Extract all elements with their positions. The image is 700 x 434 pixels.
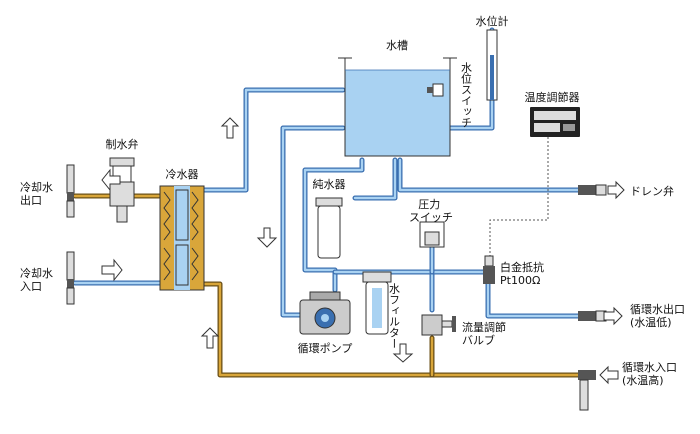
rtd-label-line1: 白金抵抗 bbox=[500, 260, 544, 274]
pressure-switch-label: 圧力 スイッチ bbox=[409, 198, 453, 224]
rtd-label: 白金抵抗 Pt100Ω bbox=[500, 260, 548, 287]
cooler-label: 冷水器 bbox=[166, 168, 199, 181]
cooling-in-label-line2: 入口 bbox=[20, 280, 42, 293]
arrow-circ-out bbox=[603, 306, 623, 326]
circ-out-valve[interactable] bbox=[578, 310, 607, 322]
cooling-out-label-line1: 冷却水 bbox=[20, 181, 53, 194]
flow-valve-label: 流量調節 バルブ bbox=[462, 320, 510, 347]
circ-in-label-line1: 循環水入口 bbox=[622, 361, 677, 374]
cooler bbox=[159, 185, 205, 291]
cooling-out-valve[interactable] bbox=[66, 164, 75, 218]
hot-pipes bbox=[72, 193, 583, 378]
pressure-switch bbox=[419, 221, 445, 248]
circ-in-label-line2: (水温高) bbox=[622, 373, 664, 387]
flow-valve[interactable] bbox=[421, 314, 456, 336]
circ-pump-label: 循環ポンプ bbox=[298, 342, 353, 355]
pressure-switch-label-line1: 圧力 bbox=[418, 198, 440, 211]
level-switch-float bbox=[432, 83, 444, 97]
level-switch-label: 水位スイッチ bbox=[460, 62, 473, 128]
arrow-cooling-in bbox=[101, 258, 123, 282]
arrow-down-filter bbox=[392, 343, 414, 363]
control-valve-label: 制水弁 bbox=[106, 137, 139, 151]
arrow-cooling-out bbox=[101, 168, 121, 192]
water-tank-label: 水槽 bbox=[386, 39, 408, 52]
pure-water-label: 純水器 bbox=[313, 178, 346, 191]
rtd-label-line2: Pt100Ω bbox=[500, 274, 540, 287]
circulation-pump bbox=[299, 291, 351, 335]
temp-controller bbox=[530, 107, 580, 137]
rtd-sensor bbox=[483, 255, 495, 284]
cooling-out-label-line2: 出口 bbox=[20, 193, 42, 207]
level-gauge bbox=[486, 29, 498, 101]
sensor-signal-line bbox=[489, 137, 549, 258]
temp-controller-label: 温度調節器 bbox=[525, 90, 580, 104]
pipe-tank-to-drain bbox=[397, 157, 583, 193]
cooling-in-label-line1: 冷却水 bbox=[20, 267, 53, 280]
circ-out-label-line1: 循環水出口 bbox=[630, 302, 685, 316]
flow-arrows bbox=[101, 117, 625, 385]
circ-in-valve[interactable] bbox=[578, 370, 596, 411]
level-gauge-label: 水位計 bbox=[476, 14, 509, 28]
arrow-up-return bbox=[200, 327, 220, 349]
control-valve bbox=[109, 157, 135, 223]
pipe-tank-top-to-cooler bbox=[201, 87, 346, 193]
flow-valve-label-line1: 流量調節 bbox=[462, 320, 506, 334]
cooling-out-label: 冷却水 出口 bbox=[20, 181, 57, 207]
water-filter bbox=[362, 271, 392, 335]
arrow-circ-in bbox=[599, 365, 619, 385]
cooling-in-label: 冷却水 入口 bbox=[20, 267, 57, 293]
drain-valve-label: ドレン弁 bbox=[630, 184, 674, 198]
circ-in-label: 循環水入口 (水温高) bbox=[622, 361, 681, 387]
pressure-switch-label-line2: スイッチ bbox=[409, 211, 453, 224]
arrow-up-left bbox=[220, 117, 240, 139]
circ-out-label-line2: (水温低) bbox=[630, 316, 672, 329]
water-filter-label: 水フィルター bbox=[388, 283, 401, 349]
drain-valve[interactable] bbox=[578, 184, 607, 196]
pure-water-unit bbox=[315, 197, 343, 259]
cooling-in-valve[interactable] bbox=[66, 251, 75, 305]
circ-out-label: 循環水出口 (水温低) bbox=[630, 302, 689, 329]
arrow-down-tank-left bbox=[256, 227, 278, 248]
flow-valve-label-line2: バルブ bbox=[462, 333, 495, 347]
water-tank bbox=[338, 57, 457, 157]
arrow-drain bbox=[607, 180, 625, 200]
